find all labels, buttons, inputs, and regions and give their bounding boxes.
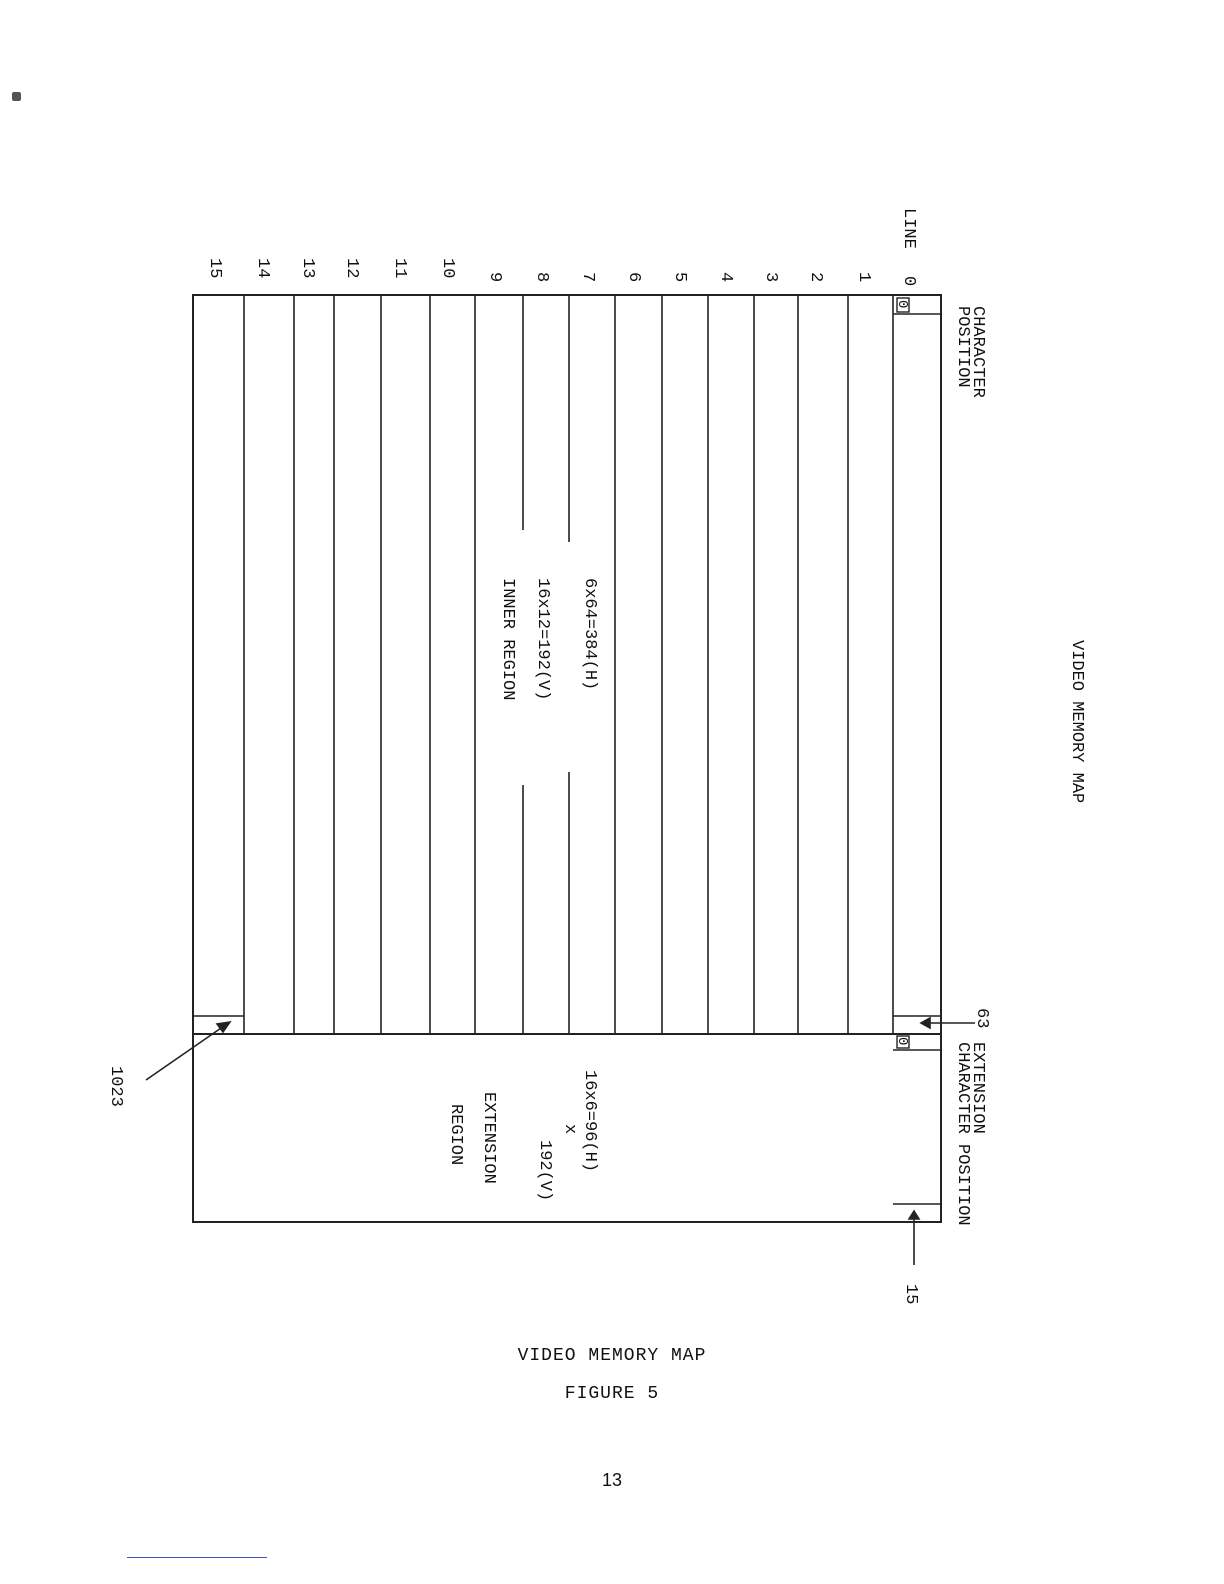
line-number: 10 (438, 258, 457, 278)
inner-dims-h: 6x64=384(H) (580, 578, 599, 690)
footer-rule (127, 1557, 267, 1558)
line-number: 7 (578, 272, 597, 282)
extension-dims-x: x (560, 1124, 579, 1134)
character-cells (193, 298, 941, 1204)
line-number: 2 (806, 272, 825, 282)
line-number: 3 (761, 272, 780, 282)
extension-dims-h: 16x6=96(H) (580, 1070, 599, 1172)
figure-caption-number: FIGURE 5 (0, 1384, 1224, 1404)
character-position-label: POSITION (953, 306, 972, 388)
line-number: 5 (670, 272, 689, 282)
map-frame (193, 295, 941, 1222)
extension-region-name: REGION (446, 1104, 465, 1165)
cell-zero-label: 0 (894, 300, 910, 308)
line-number: 13 (298, 258, 317, 278)
last-address-label: 1023 (106, 1066, 125, 1107)
line-row-dividers (244, 295, 893, 1034)
line-number: 0 (899, 276, 918, 286)
line-number: 1 (854, 272, 873, 282)
cell-zero-label: 0 (894, 1037, 910, 1045)
pointer-arrows (146, 1018, 975, 1265)
figure-caption-title: VIDEO MEMORY MAP (0, 1346, 1224, 1366)
line-number: 15 (205, 258, 224, 278)
line-number: 11 (390, 258, 409, 278)
line-axis-label: LINE (899, 208, 918, 249)
extension-char-position-label: CHARACTER POSITION (953, 1042, 972, 1226)
extension-dims-v: 192(V) (535, 1140, 554, 1201)
rotated-labels: VIDEO MEMORY MAP LINE 0 1 2 3 4 5 6 7 8 … (106, 208, 1086, 1304)
inner-dims-v: 16x12=192(V) (533, 578, 552, 700)
last-extension-position: 15 (901, 1284, 920, 1304)
line-number: 6 (624, 272, 643, 282)
arrow-15-head (909, 1211, 919, 1219)
arrow-1023-head (217, 1022, 230, 1032)
line-number: 12 (342, 258, 361, 278)
line-number: 4 (716, 272, 735, 282)
page-number: 13 (0, 1470, 1224, 1491)
arrow-63-head (921, 1018, 930, 1028)
line-number: 9 (485, 272, 504, 282)
arrow-1023-shaft (146, 1026, 224, 1080)
line-number: 14 (253, 258, 272, 278)
inner-region-name: INNER REGION (498, 578, 517, 700)
last-inner-position: 63 (972, 1008, 991, 1028)
diagram-title: VIDEO MEMORY MAP (1067, 640, 1086, 803)
line-number: 8 (532, 272, 551, 282)
extension-region-name: EXTENSION (479, 1092, 498, 1184)
